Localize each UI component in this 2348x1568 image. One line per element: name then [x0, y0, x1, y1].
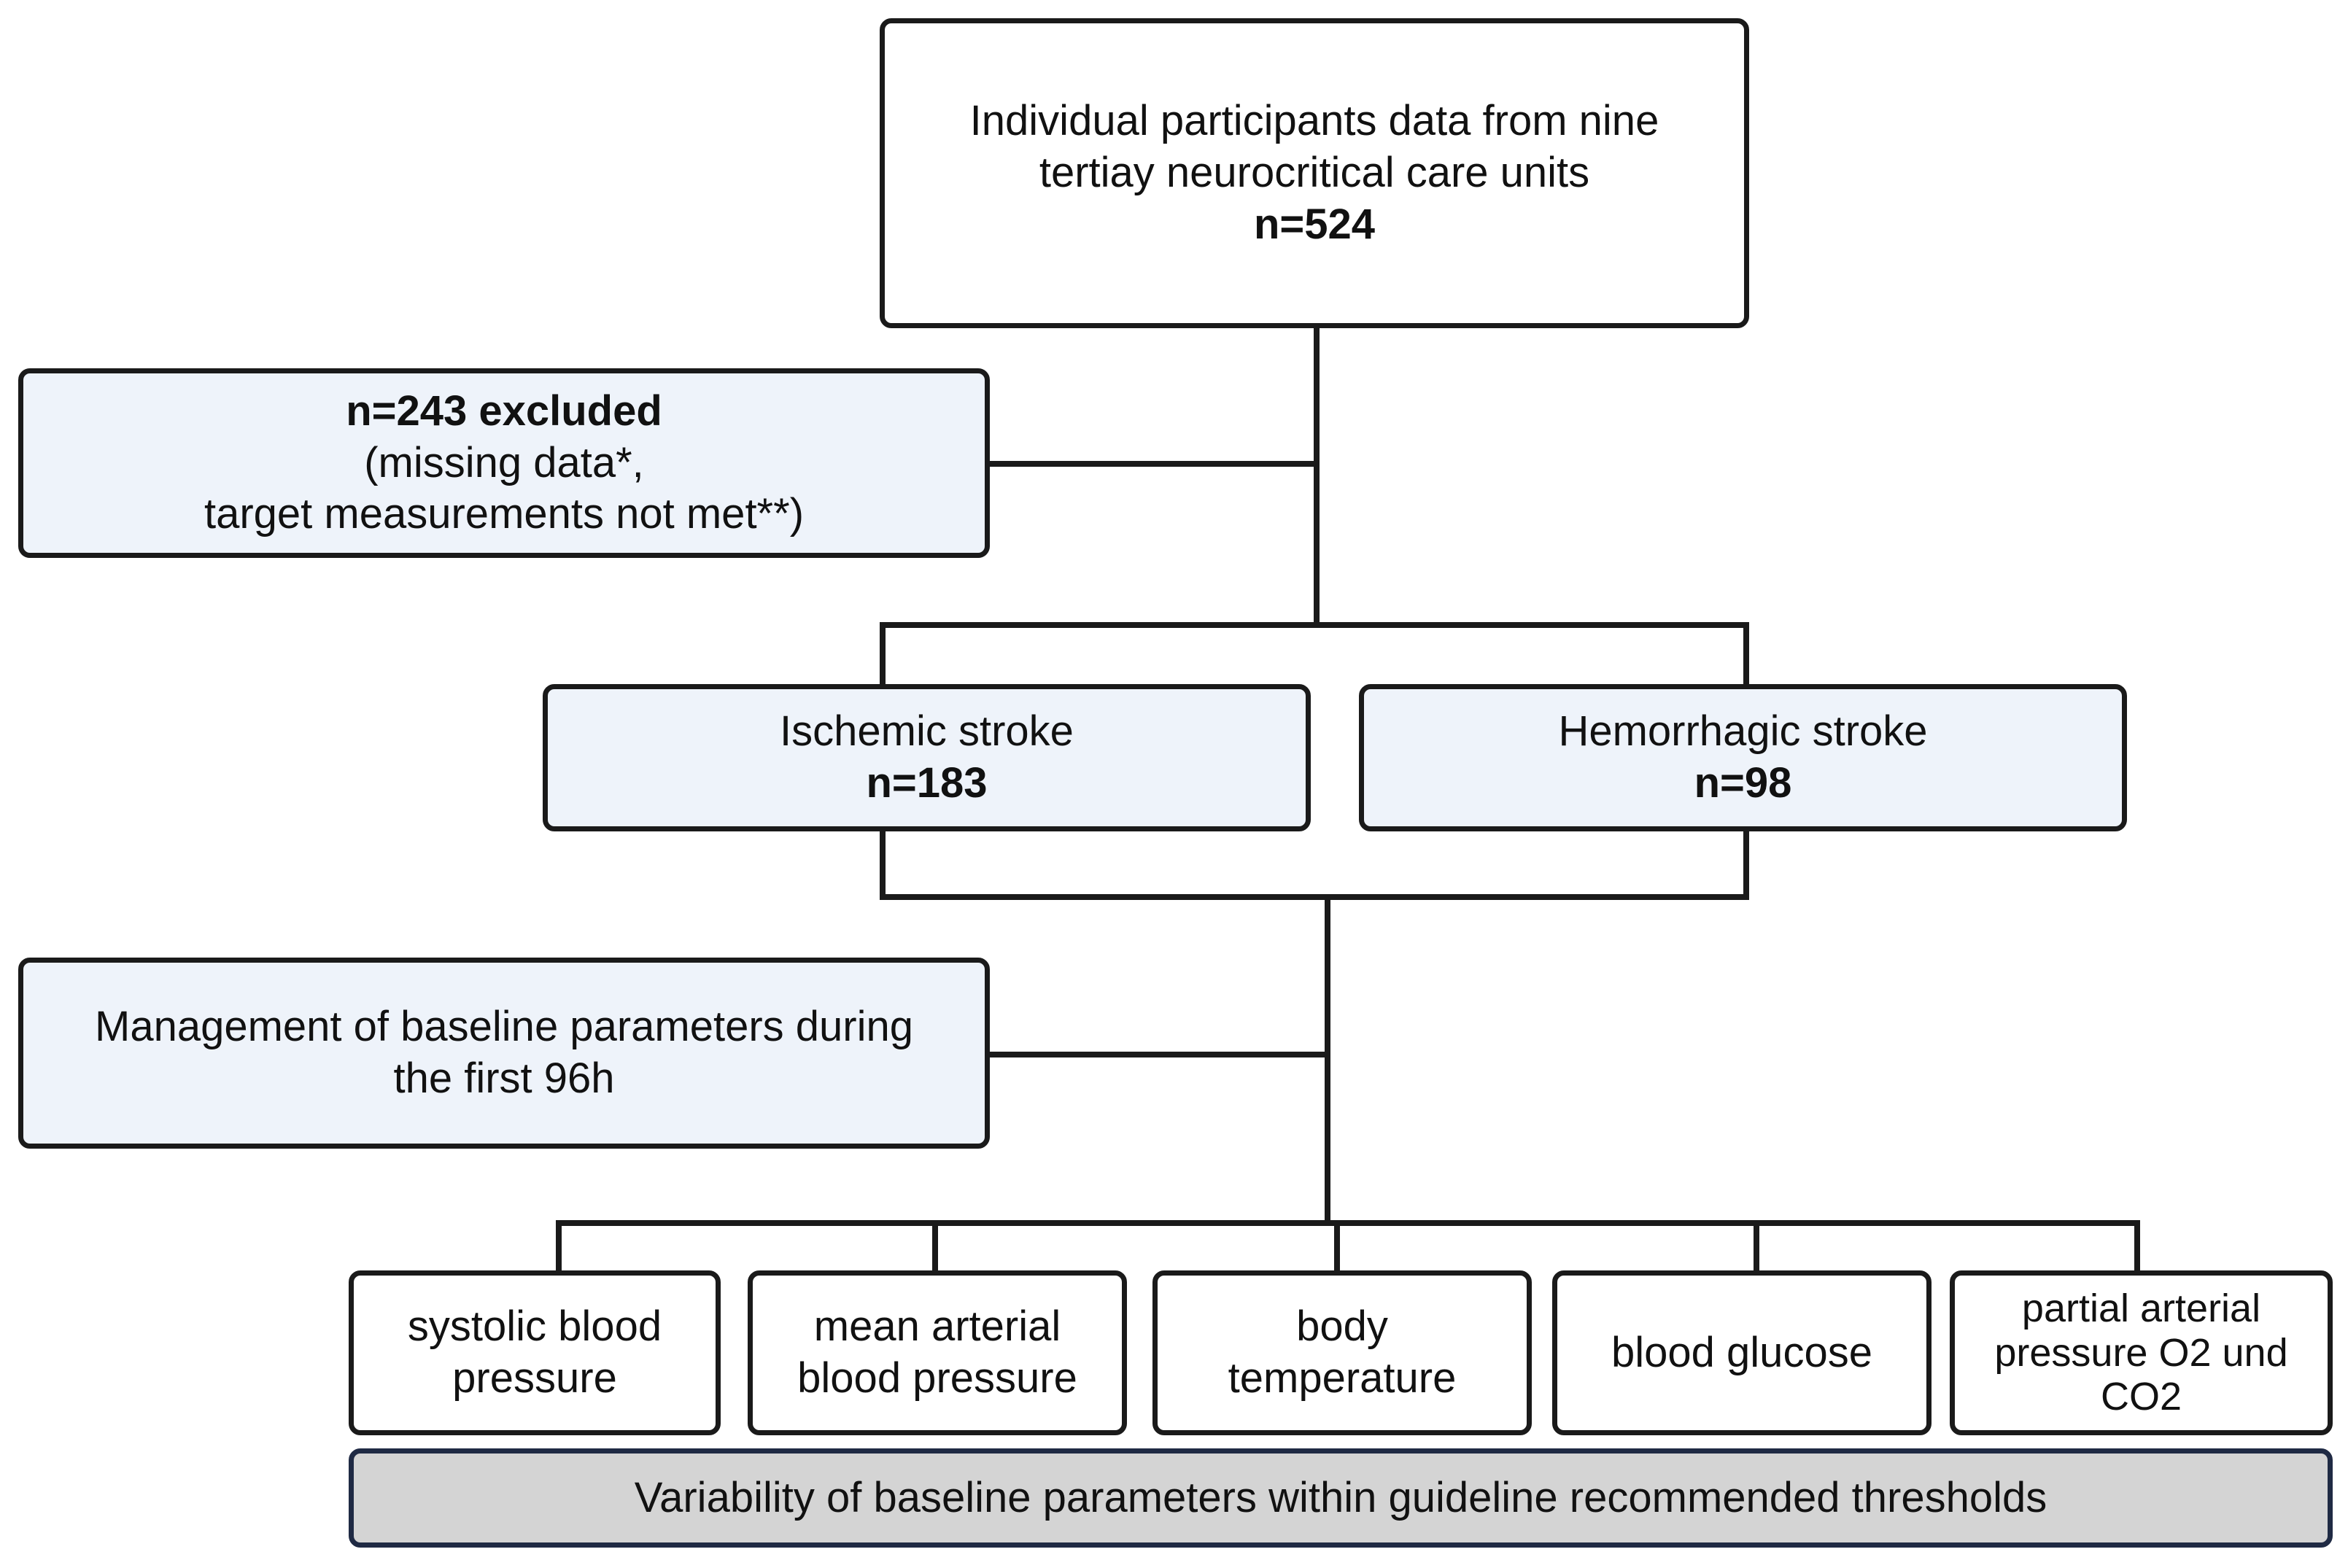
management-line1: Management of baseline parameters during — [95, 1003, 913, 1051]
participants-count: n=524 — [1253, 200, 1376, 248]
ischemic-stroke-box: Ischemic stroke n=183 — [543, 684, 1311, 831]
parameter-line: partial arterial — [2021, 1286, 2261, 1331]
parameter-systolic-bp: systolic blood pressure — [349, 1270, 721, 1435]
parameter-line: mean arterial — [813, 1303, 1061, 1351]
footer-text: Variability of baseline parameters withi… — [634, 1473, 2047, 1521]
parameter-line: pressure — [452, 1354, 617, 1402]
parameter-line: systolic blood — [407, 1303, 662, 1351]
ischemic-label: Ischemic stroke — [780, 707, 1074, 756]
parameter-line: temperature — [1228, 1354, 1457, 1402]
management-line2: the first 96h — [393, 1055, 615, 1102]
participants-box: Individual participants data from nine t… — [880, 18, 1749, 328]
participants-line1: Individual participants data from nine — [969, 97, 1659, 145]
connector-stroke-split — [880, 622, 1749, 692]
excluded-count: n=243 excluded — [346, 387, 662, 435]
parameter-line: pressure O2 und — [1994, 1330, 2288, 1375]
excluded-box: n=243 excluded (missing data*, target me… — [18, 368, 990, 558]
excluded-line3: target measurements not met**) — [204, 490, 805, 538]
hemorrhagic-count: n=98 — [1694, 759, 1792, 807]
variability-footer-box: Variability of baseline parameters withi… — [349, 1448, 2333, 1548]
hemorrhagic-stroke-box: Hemorrhagic stroke n=98 — [1359, 684, 2127, 831]
parameter-line: blood pressure — [797, 1354, 1077, 1402]
management-box: Management of baseline parameters during… — [18, 958, 990, 1149]
connector-parameter-bar — [556, 1220, 2140, 1276]
excluded-line2: (missing data*, — [364, 438, 644, 486]
parameter-blood-glucose: blood glucose — [1552, 1270, 1932, 1435]
hemorrhagic-label: Hemorrhagic stroke — [1558, 707, 1928, 756]
connector-stroke-merge — [880, 825, 1749, 900]
ischemic-count: n=183 — [866, 759, 988, 807]
parameter-mean-arterial-bp: mean arterial blood pressure — [748, 1270, 1127, 1435]
parameter-line: blood glucose — [1611, 1328, 1872, 1376]
parameter-partial-arterial-pressure: partial arterial pressure O2 und CO2 — [1950, 1270, 2333, 1435]
parameter-line: CO2 — [2100, 1375, 2182, 1419]
parameter-body-temperature: body temperature — [1152, 1270, 1532, 1435]
parameter-line: body — [1296, 1303, 1388, 1351]
participants-line2: tertiay neurocritical care units — [1039, 149, 1590, 197]
